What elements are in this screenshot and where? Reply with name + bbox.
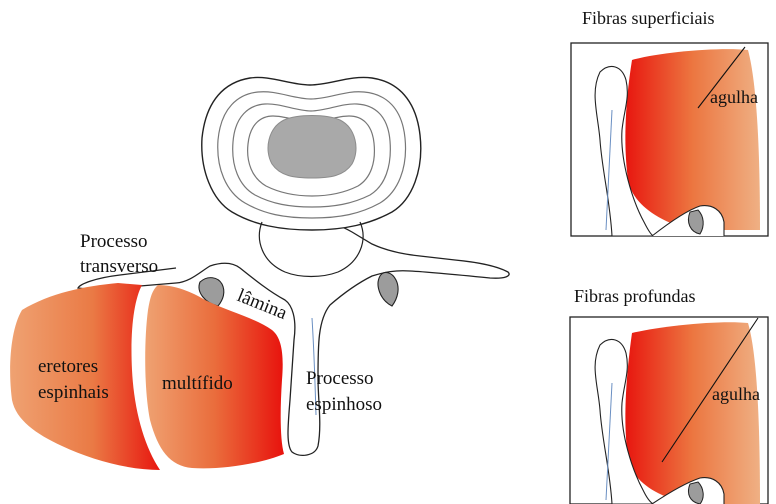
facet-joint-right	[378, 273, 398, 306]
inset-bottom-needle-label: agulha	[712, 384, 760, 404]
nucleus-pulposus	[268, 116, 356, 179]
label-processo-espinhoso-1: Processo	[306, 368, 374, 389]
inset-top-needle-label: agulha	[710, 87, 758, 107]
label-processo-espinhoso-2: espinhoso	[306, 394, 382, 415]
label-eretores: eretores	[38, 356, 98, 377]
label-espinhais: espinhais	[38, 382, 109, 403]
inset-top-muscle	[625, 49, 760, 230]
label-processo-transverso-1: Processo	[80, 231, 148, 252]
inset-bottom-muscle	[625, 322, 760, 504]
inset-top: agulha	[571, 43, 768, 236]
inset-top-title: Fibras superficiais	[582, 8, 714, 28]
label-processo-transverso-2: transverso	[80, 256, 158, 277]
label-multifido: multífido	[162, 373, 233, 394]
inset-bottom-title: Fibras profundas	[574, 286, 695, 306]
inset-bottom: agulha	[570, 317, 768, 504]
